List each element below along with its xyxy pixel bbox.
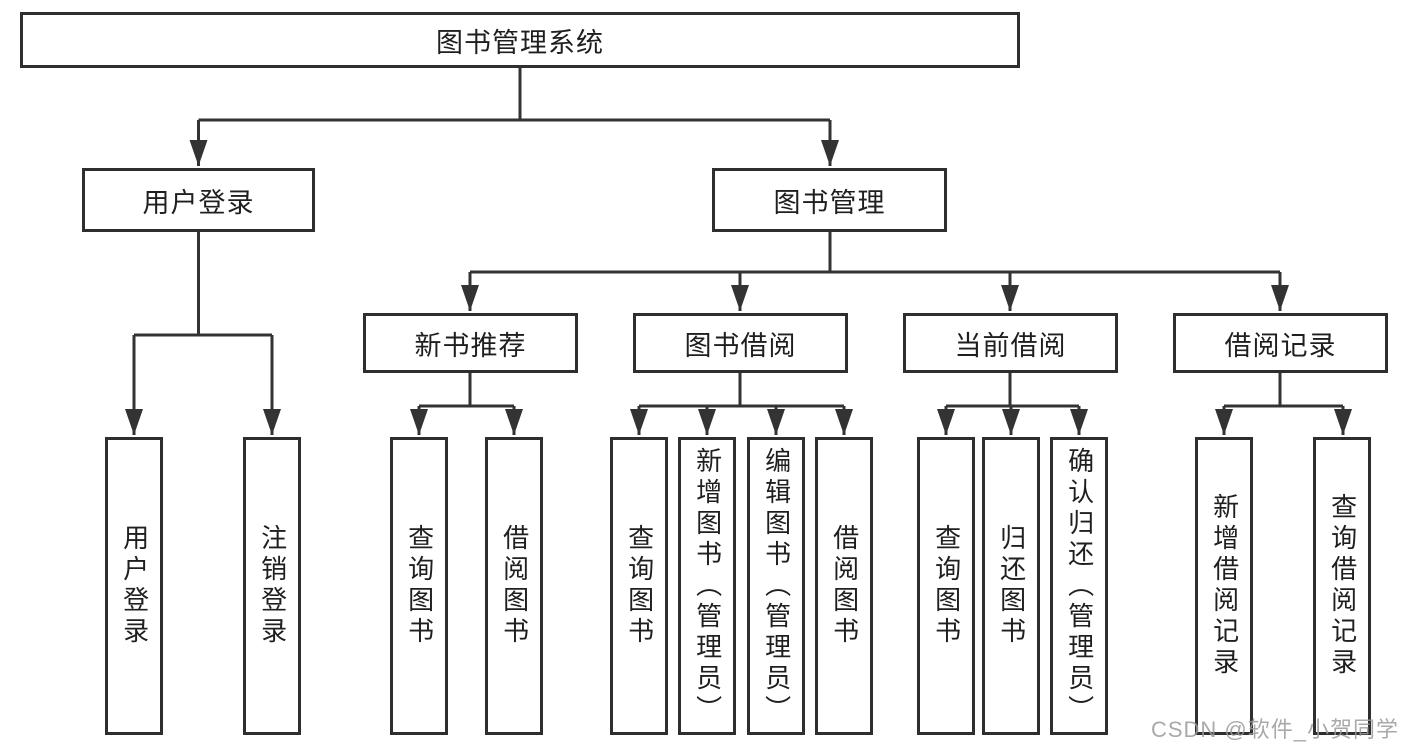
leaf-user-login-label: 用户登录 xyxy=(119,524,150,648)
leaf-query-books-recommend-label: 查询图书 xyxy=(404,524,435,648)
leaf-borrow-books-recommend: 借阅图书 xyxy=(485,437,543,735)
node-book-borrowing: 图书借阅 xyxy=(633,313,848,373)
leaf-query-books-borrowing-label: 查询图书 xyxy=(624,524,655,648)
node-library-system: 图书管理系统 xyxy=(20,12,1020,68)
leaf-edit-books-admin-label: 编辑图书（管理员） xyxy=(761,446,792,726)
leaf-add-books-admin-label: 新增图书（管理员） xyxy=(692,446,723,726)
node-current-borrowing: 当前借阅 xyxy=(903,313,1118,373)
leaf-query-books-borrowing: 查询图书 xyxy=(610,437,668,735)
leaf-confirm-return-admin-label: 确认归还（管理员） xyxy=(1064,446,1095,726)
leaf-borrow-books-recommend-label: 借阅图书 xyxy=(499,524,530,648)
leaf-confirm-return-admin: 确认归还（管理员） xyxy=(1050,437,1108,735)
node-library-system-label: 图书管理系统 xyxy=(436,27,604,58)
leaf-add-books-admin: 新增图书（管理员） xyxy=(678,437,736,735)
leaf-query-borrow-record: 查询借阅记录 xyxy=(1313,437,1371,735)
leaf-add-borrow-record: 新增借阅记录 xyxy=(1195,437,1253,735)
leaf-edit-books-admin: 编辑图书（管理员） xyxy=(747,437,805,735)
leaf-user-login: 用户登录 xyxy=(105,437,163,735)
leaf-borrow-books-borrowing-label: 借阅图书 xyxy=(829,524,860,648)
leaf-return-books-label: 归还图书 xyxy=(996,524,1027,648)
leaf-query-books-recommend: 查询图书 xyxy=(390,437,448,735)
leaf-add-borrow-record-label: 新增借阅记录 xyxy=(1209,493,1240,679)
leaf-logout: 注销登录 xyxy=(243,437,301,735)
node-user-login-label: 用户登录 xyxy=(142,187,255,218)
node-borrowing-records: 借阅记录 xyxy=(1173,313,1388,373)
node-book-management: 图书管理 xyxy=(712,168,947,232)
node-new-book-recommend: 新书推荐 xyxy=(363,313,578,373)
leaf-borrow-books-borrowing: 借阅图书 xyxy=(815,437,873,735)
leaf-logout-label: 注销登录 xyxy=(257,524,288,648)
node-borrowing-records-label: 借阅记录 xyxy=(1224,330,1337,361)
node-current-borrowing-label: 当前借阅 xyxy=(954,330,1067,361)
leaf-query-books-current-label: 查询图书 xyxy=(931,524,962,648)
leaf-return-books: 归还图书 xyxy=(982,437,1040,735)
node-book-borrowing-label: 图书借阅 xyxy=(684,330,797,361)
leaf-query-borrow-record-label: 查询借阅记录 xyxy=(1327,493,1358,679)
node-user-login: 用户登录 xyxy=(82,168,315,232)
node-book-management-label: 图书管理 xyxy=(773,187,886,218)
csdn-watermark: CSDN @软件_小贺同学 xyxy=(1150,717,1399,742)
leaf-query-books-current: 查询图书 xyxy=(917,437,975,735)
node-new-book-recommend-label: 新书推荐 xyxy=(414,330,527,361)
